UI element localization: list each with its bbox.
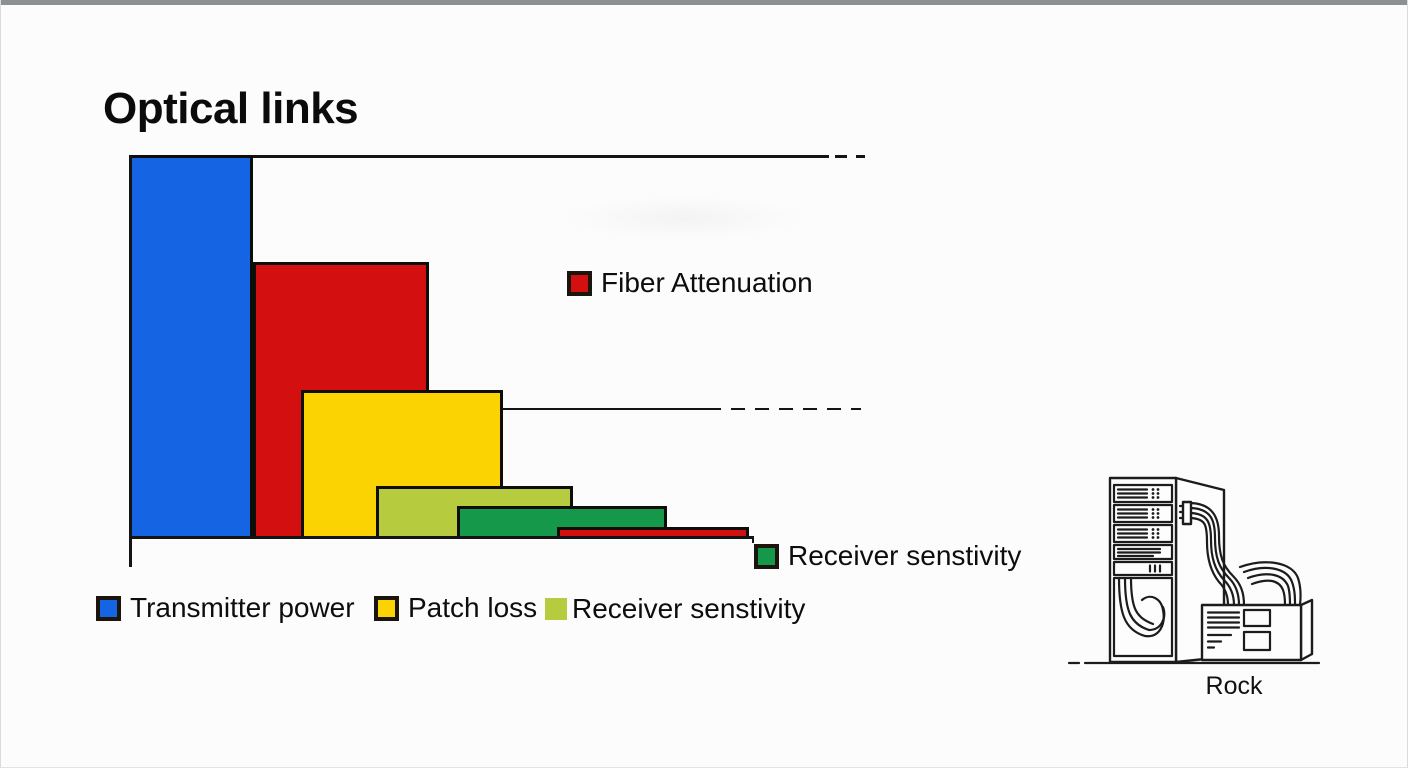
legend-swatch-olive-icon: [545, 598, 567, 620]
cable-bundle-a: [1189, 501, 1246, 607]
guide-line-dashed-1: [707, 408, 861, 410]
guide-line-dashed-0: [835, 155, 865, 158]
server-rack-illustration: [1067, 476, 1321, 665]
legend-label: Receiver senstivity: [572, 593, 806, 624]
x-axis-line: [129, 536, 754, 539]
legend-label: Fiber Attenuation: [601, 267, 813, 298]
x-axis-end-tick: [752, 536, 754, 543]
bar-transmitter-power: [129, 155, 253, 539]
legend-receiver-sensitivity-olive: Receiver senstivity: [545, 593, 805, 625]
rack-caption: Rock: [1205, 672, 1263, 700]
legend-swatch-blue-icon: [96, 595, 121, 621]
y-axis-line: [129, 155, 132, 567]
page-title: Optical links: [103, 84, 359, 133]
legend-fiber-attenuation: Fiber Attenuation: [567, 267, 813, 299]
window-top-band: [1, 0, 1407, 5]
legend-label: Receiver senstivity: [788, 540, 1022, 571]
legend-patch-loss: Patch loss: [374, 592, 537, 624]
legend-label: Patch loss: [408, 592, 538, 623]
internal-cables: [1117, 576, 1166, 638]
faded-artifact: [564, 196, 804, 240]
legend-swatch-green-icon: [754, 543, 779, 569]
slot-led-dots: [1151, 488, 1160, 539]
box-detail-lines: [1206, 611, 1241, 649]
guide-line-solid-1: [503, 408, 707, 410]
legend-transmitter-power: Transmitter power: [96, 592, 355, 624]
legend-swatch-yellow-icon: [374, 595, 399, 621]
legend-receiver-sensitivity-green: Receiver senstivity: [754, 540, 1021, 572]
legend-label: Transmitter power: [130, 592, 355, 623]
legend-swatch-red-icon: [567, 270, 592, 296]
guide-line-solid-0: [130, 155, 829, 158]
cable-bundle-b: [1238, 561, 1302, 607]
